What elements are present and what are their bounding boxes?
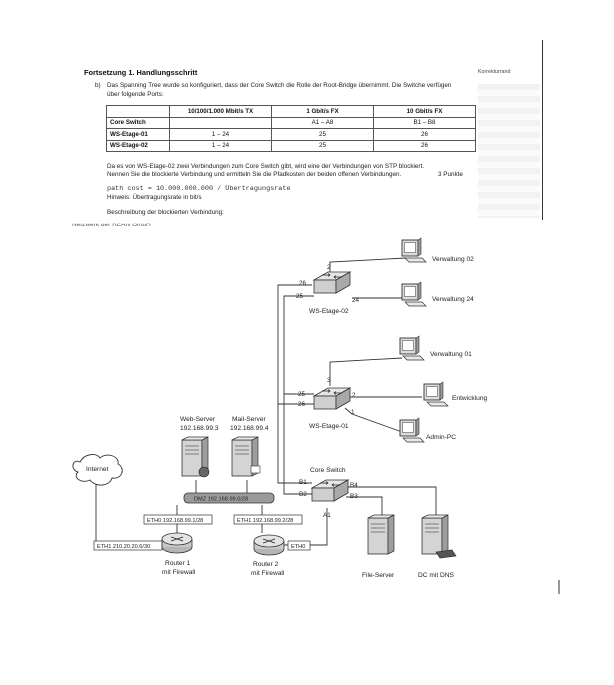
switch-ws-etage-02-icon [313,271,351,294]
file-server-icon [367,514,395,555]
formula: path cost = 10.000.000.000 / Übertragung… [107,185,291,193]
eth0-router1-box [143,514,213,525]
label-admin-pc: Admin-PC [426,434,456,441]
pc-verwaltung-24-icon [401,281,427,307]
port-ws01-25: 25 [298,391,306,398]
table-cell: 26 [373,128,476,141]
text-line-2: Nennen Sie die blockierte Verbindung und… [107,171,402,178]
label-core-switch: Core Switch [310,467,346,474]
eth0-router2-box [287,540,311,551]
port-ws02-24: 24 [352,297,360,304]
port-core-b2: B2 [299,491,307,498]
port-ws01-1: 1 [351,409,355,416]
label-ws-etage-01: WS-Etage-01 [309,423,349,430]
table-row: WS-Etage-01 1 – 24 25 26 [106,128,476,141]
port-ws01-26: 26 [298,401,306,408]
router-1-icon [161,532,193,554]
mail-envelope-icon [250,465,261,474]
korrektur-margin [478,84,540,218]
page-right-border [542,40,543,220]
table-row: Core Switch A1 – A8 B1 – B8 [106,116,476,129]
globe-icon [198,466,210,478]
port-core-b3: B3 [350,493,358,500]
port-ws01-3: 3 [327,377,331,384]
label-mail-server: Mail-Server [232,416,267,423]
switch-ws-etage-01-icon [313,387,351,410]
label-ws-etage-02: WS-Etage-02 [309,308,349,315]
label-dmz: DMZ 192.168.99.0/28 [194,497,248,503]
table-row: WS-Etage-02 1 – 24 25 26 [106,139,476,152]
korrektur-label: Korrekturrand [478,69,511,75]
label-web-server: Web-Server [180,416,216,423]
port-ws02-25: 25 [296,293,304,300]
port-core-b1: B1 [299,479,307,486]
label-internet: Internet [86,466,109,473]
label-dc-dns: DC mit DNS [418,572,455,579]
internet-cloud-icon [72,454,123,486]
dc-dns-server-icon [421,514,449,555]
label-verwaltung-24: Verwaltung 24 [432,296,474,303]
label-eth0-router2: ETH0 [291,544,305,550]
label-file-server: File-Server [362,572,395,579]
eth1-router2-box [233,514,303,525]
answer-prompt: Beschreibung der blockierten Verbindung: [107,209,224,216]
dmz-bar [183,492,275,504]
port-ws02-26: 26 [299,280,307,287]
table-cell: 25 [271,139,374,152]
intro-line-2: über folgende Ports: [107,91,164,98]
part-label: b) [95,82,101,89]
pc-entwicklung-icon [423,381,449,407]
core-switch-icon [311,479,349,502]
task-heading: Fortsetzung 1. Handlungsschritt [84,68,198,77]
diagram-caption: Netzwerk der REAN GmbH [72,221,151,228]
port-ws02-2: 2 [327,264,331,271]
ports-table: 10/100/1.000 Mbit/s TX 1 Gbit/s FX 10 Gb… [106,105,476,152]
pc-verwaltung-01-icon [399,335,425,361]
label-router2-firewall: mit Firewall [251,570,285,577]
label-web-server-ip: 192.168.99.3 [180,425,219,432]
label-router1-firewall: mit Firewall [162,569,196,576]
port-core-b4: B4 [350,482,358,489]
port-core-a1: A1 [323,512,331,519]
router-2-icon [253,534,285,556]
label-verwaltung-02: Verwaltung 02 [432,256,474,263]
hint: Hinweis: Übertragungsrate in bit/s [107,194,202,201]
label-eth0-router1: ETH0 192.168.99.1/28 [147,518,203,524]
port-ws01-2: 2 [352,392,356,399]
keyboard-icon [435,549,457,559]
table-header-row: 10/100/1.000 Mbit/s TX 1 Gbit/s FX 10 Gb… [106,105,476,118]
label-verwaltung-01: Verwaltung 01 [430,351,472,358]
label-router1: Router 1 [165,560,191,567]
points-label: 3 Punkte [438,171,463,178]
table-cell: WS-Etage-01 [106,128,170,141]
table-cell: 26 [373,139,476,152]
label-mail-server-ip: 192.168.99.4 [230,425,269,432]
intro-line-1: Das Spanning Tree wurde so konfiguriert,… [107,82,452,89]
label-eth1-router2: ETH1 192.168.99.2/28 [237,518,293,524]
pc-verwaltung-02-icon [401,237,427,263]
label-router2: Router 2 [253,561,279,568]
text-line-1: Da es von WS-Etage-02 zwei Verbindungen … [107,163,424,170]
pc-admin-icon [399,417,425,443]
label-entwicklung: Entwicklung [452,395,488,402]
label-eth1-router1: ETH1 210.20.20.6/30 [97,544,150,550]
table-cell: 25 [271,128,374,141]
